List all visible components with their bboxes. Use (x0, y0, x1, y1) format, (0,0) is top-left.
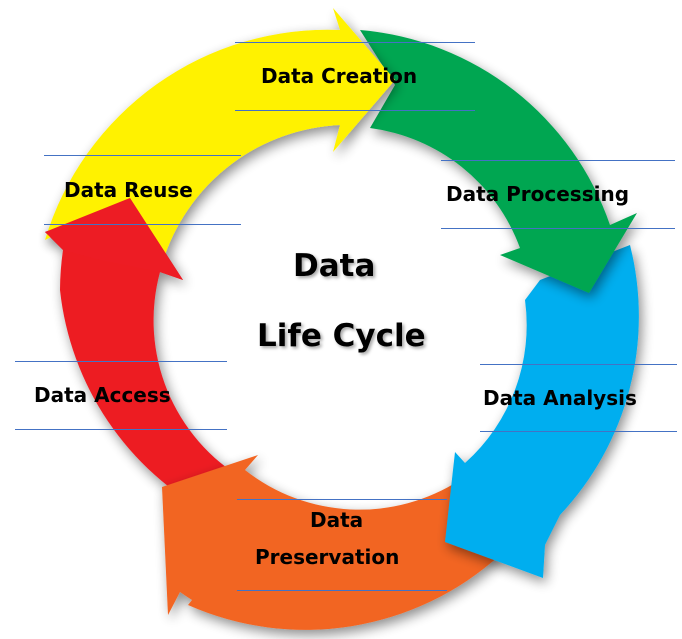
guide-line (441, 160, 675, 161)
arrow-analysis (445, 245, 639, 578)
guide-line (480, 431, 677, 432)
label-data-preservation-line2: Preservation (255, 545, 400, 569)
label-data-processing: Data Processing (446, 182, 630, 206)
guide-line (237, 499, 447, 500)
guide-line (15, 361, 227, 362)
guide-line (237, 590, 447, 591)
guide-line (235, 42, 475, 43)
title-line2: Life Cycle (257, 318, 426, 354)
label-data-access: Data Access (34, 383, 171, 407)
guide-line (44, 224, 241, 225)
guide-line (480, 364, 677, 365)
arrow-processing (360, 30, 637, 293)
arrow-creation (45, 8, 395, 255)
arrow-access-head (45, 198, 183, 280)
arrow-preservation (162, 455, 500, 630)
label-data-analysis: Data Analysis (483, 386, 637, 410)
guide-line (235, 110, 475, 111)
guide-line (44, 155, 241, 156)
label-data-preservation-line1: Data (310, 508, 364, 532)
title-line1: Data (293, 248, 376, 284)
guide-line (15, 429, 227, 430)
label-data-creation: Data Creation (261, 64, 418, 88)
label-data-reuse: Data Reuse (64, 178, 193, 202)
arrow-access (45, 198, 245, 515)
guide-line (441, 228, 675, 229)
